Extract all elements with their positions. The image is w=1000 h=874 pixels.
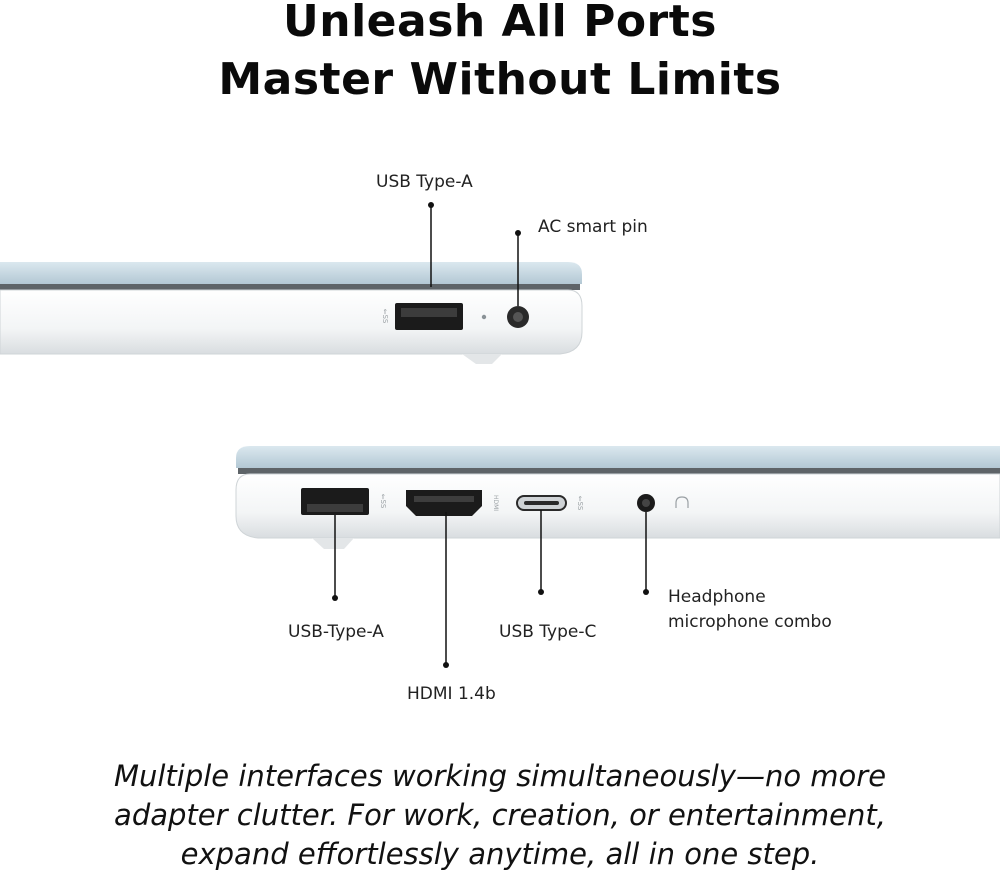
usb-a-callout-dot (428, 202, 434, 208)
laptop-right-side: ⇐SS (0, 202, 583, 364)
usb-a-port-tongue (307, 504, 363, 512)
laptop-foot (312, 538, 354, 549)
lid-seam (238, 468, 1000, 474)
laptop-left-side: ⇐SS HDMI ⇐SS (235, 446, 1000, 668)
ac-pin-callout-dot (515, 230, 521, 236)
hdmi-port-contacts (414, 496, 474, 502)
tagline-line-3: expand effortlessly anytime, all in one … (180, 837, 820, 871)
label-headphone: Headphone (668, 587, 766, 607)
usb-c-port-tongue (524, 501, 559, 505)
audio-callout-dot (643, 589, 649, 595)
label-usb-type-a-left: USB-Type-A (288, 622, 384, 642)
usb-ss-marking: ⇐SS (379, 494, 387, 509)
audio-jack-center (642, 499, 650, 507)
tagline-line-1: Multiple interfaces working simultaneous… (113, 759, 887, 793)
hdmi-marking: HDMI (492, 495, 499, 511)
laptop-lid (236, 446, 1000, 468)
usb-c-callout-dot (538, 589, 544, 595)
usb-a-callout-dot (332, 595, 338, 601)
tagline-line-2: adapter clutter. For work, creation, or … (114, 798, 886, 832)
lid-seam (0, 284, 580, 290)
usb-a-port-tongue (401, 308, 457, 317)
label-usb-type-a-right: USB Type-A (376, 172, 473, 192)
usb-ss-marking: ⇐SS (381, 309, 389, 324)
label-ac-smart-pin: AC smart pin (538, 217, 648, 237)
hdmi-callout-dot (443, 662, 449, 668)
ac-pin-center (513, 312, 523, 322)
label-usb-type-c: USB Type-C (499, 622, 597, 642)
headline-line-1: Unleash All Ports (283, 0, 717, 47)
usb-c-marking: ⇐SS (576, 496, 584, 511)
label-hdmi: HDMI 1.4b (407, 684, 496, 704)
status-led (481, 314, 487, 320)
hdmi-port (406, 490, 482, 516)
laptop-base (0, 289, 583, 355)
laptop-lid (0, 262, 582, 284)
headline-line-2: Master Without Limits (218, 54, 782, 105)
laptop-foot (462, 354, 502, 364)
headphone-icon (675, 496, 689, 508)
label-microphone-combo: microphone combo (668, 612, 832, 632)
